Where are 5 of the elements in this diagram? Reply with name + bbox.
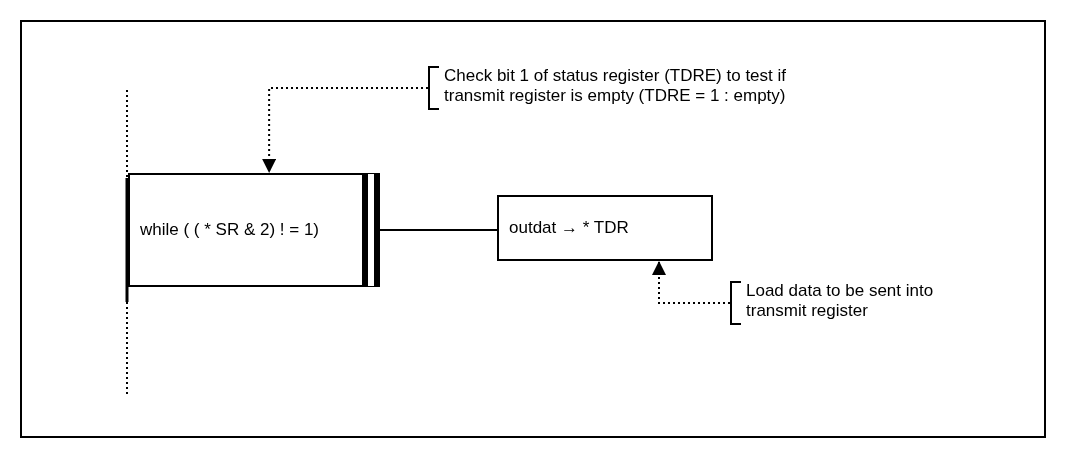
connector-line — [379, 229, 498, 231]
process-box: outdat → * TDR — [497, 195, 713, 261]
leader-arrow — [652, 260, 731, 304]
leader-arrow — [262, 87, 429, 174]
loop-box: while ( ( * SR & 2) ! = 1) — [128, 173, 380, 287]
